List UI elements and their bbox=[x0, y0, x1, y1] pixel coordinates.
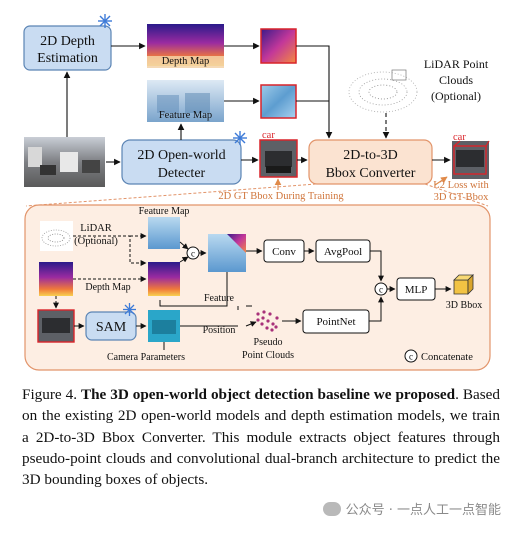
concat-symbol: c bbox=[191, 249, 195, 259]
snowflake-icon bbox=[98, 14, 112, 28]
car-small-image bbox=[37, 309, 75, 343]
camera-params-label: Camera Parameters bbox=[107, 352, 185, 363]
feature-label: Feature bbox=[204, 293, 235, 304]
lidar-small-image bbox=[40, 221, 73, 251]
figure-caption: Figure 4. The 3D open-world object detec… bbox=[22, 384, 500, 490]
pseudo-point-cloud-image bbox=[256, 310, 279, 332]
figure-label: Figure 4. bbox=[22, 386, 77, 403]
output-car-tag: car bbox=[453, 132, 466, 143]
position-label: Position bbox=[203, 325, 236, 336]
l2-loss-label-1: L2 Loss with bbox=[433, 180, 489, 191]
pseudo-label-1: Pseudo bbox=[254, 337, 283, 348]
depth-estimation-box bbox=[23, 25, 112, 71]
lidar-label-1: LiDAR Point bbox=[424, 57, 489, 71]
feature-map-small-label: Feature Map bbox=[139, 206, 190, 217]
bbox3d-label: 3D Bbox bbox=[446, 300, 482, 311]
street-scene-image bbox=[24, 137, 105, 187]
car-tag: car bbox=[262, 130, 275, 141]
snowflake-icon bbox=[123, 303, 136, 316]
pointnet-label: PointNet bbox=[316, 316, 355, 328]
detector-label-2: Detecter bbox=[158, 166, 206, 181]
cube-icon bbox=[453, 274, 474, 295]
converter-label-2: Bbox Converter bbox=[326, 166, 416, 181]
bbox-converter-box bbox=[308, 139, 433, 185]
lidar-small-label-2: (Optional) bbox=[74, 236, 118, 247]
output-car-image bbox=[452, 140, 490, 179]
caption-body: . Based on the existing 2D open-world mo… bbox=[22, 386, 500, 489]
lidar-small-label-1: LiDAR bbox=[80, 223, 112, 234]
depth-map-small-label: Depth Map bbox=[85, 282, 130, 293]
depth-map-label: Depth Map bbox=[162, 56, 210, 67]
detector-label-1: 2D Open-world bbox=[137, 148, 225, 163]
watermark-text: 公众号 · 一点人工一点智能 bbox=[345, 503, 501, 518]
caption-title: The 3D open-world object detection basel… bbox=[80, 386, 456, 403]
watermark: 公众号 · 一点人工一点智能 bbox=[322, 499, 501, 518]
converter-label-1: 2D-to-3D bbox=[343, 148, 397, 163]
depth-estimation-label-2: Estimation bbox=[37, 51, 98, 66]
concatenate-label: Concatenate bbox=[421, 352, 473, 363]
mlp-label: MLP bbox=[405, 284, 428, 296]
conv-label: Conv bbox=[272, 246, 296, 258]
pseudo-label-2: Point Clouds bbox=[242, 350, 294, 361]
concat-legend-symbol: c bbox=[409, 352, 413, 362]
feature-crop-image bbox=[260, 84, 297, 119]
concat-symbol: c bbox=[379, 285, 383, 295]
feature-map-small-image bbox=[148, 217, 180, 249]
sam-label: SAM bbox=[96, 320, 127, 335]
lidar-label-2: Clouds bbox=[439, 73, 473, 87]
depth-crop-image bbox=[260, 28, 297, 64]
avgpool-label: AvgPool bbox=[324, 246, 362, 258]
depth-small-image bbox=[39, 262, 73, 296]
lidar-point-cloud-image bbox=[348, 69, 418, 113]
depth-crop-small-image bbox=[148, 262, 180, 296]
lidar-label-3: (Optional) bbox=[431, 89, 481, 103]
car-crop-image bbox=[259, 139, 298, 178]
gt-training-label: 2D GT Bbox During Training bbox=[218, 191, 344, 202]
snowflake-icon bbox=[233, 131, 247, 145]
l2-loss-label-2: 3D GT Bbox bbox=[434, 192, 489, 203]
depth-estimation-label-1: 2D Depth bbox=[40, 34, 95, 49]
feature-map-label: Feature Map bbox=[159, 110, 212, 121]
concat-legend-icon bbox=[404, 349, 418, 363]
wechat-icon bbox=[322, 501, 341, 516]
